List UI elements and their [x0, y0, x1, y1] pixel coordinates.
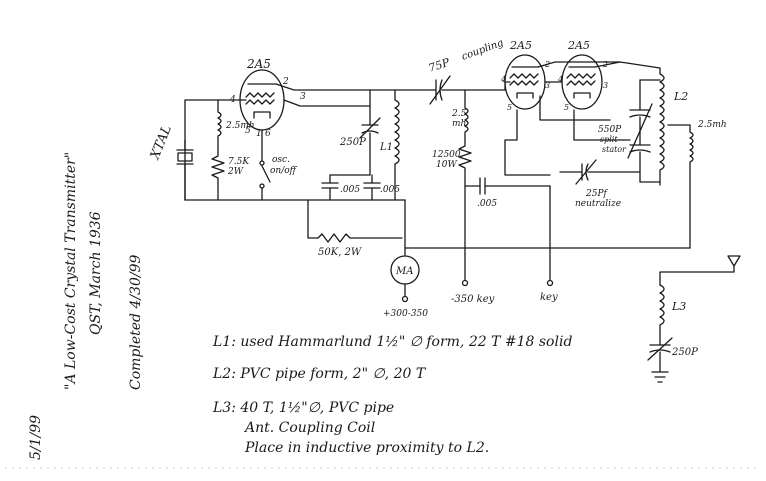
grid-choke	[217, 99, 222, 151]
tube2-pin-5: 5	[507, 103, 512, 112]
tube1-pin-5: 5	[245, 126, 251, 136]
pa-resistor-value: 12500	[432, 150, 461, 160]
grid-choke-label: 2.5mh	[225, 121, 255, 131]
neut-cap-value: 25Pf	[585, 189, 609, 199]
tank-cap-label: 250P	[339, 137, 366, 148]
osc-switch-label-2: on/off	[270, 166, 298, 176]
l2-coil	[659, 67, 665, 186]
coupling-cap-word: coupling	[460, 38, 505, 63]
tube2-label: 2A5	[509, 39, 532, 52]
side-completed: Completed 4/30/99	[128, 254, 144, 390]
note-l2: L2: PVC pipe form, 2" ∅, 20 T	[212, 366, 427, 382]
tube2-pin-3: 3	[545, 81, 550, 90]
osc-switch-label: osc.	[272, 155, 290, 165]
tube3-pin-5: 5	[564, 103, 569, 112]
b-plus-label: +300-350	[383, 309, 428, 319]
coupling-cap-value: 75P	[427, 56, 452, 75]
grid-resistor-value: 7.5K	[228, 157, 250, 167]
bypass-cap-1	[321, 174, 371, 201]
tube2-pin-4: 4	[500, 75, 506, 84]
pa-tube-1	[504, 54, 546, 110]
split-stator-value: 550P	[598, 125, 622, 135]
note-l1: L1: used Hammarlund 1½" ∅ form, 22 T #18…	[212, 334, 572, 350]
bypass-cap-2-label: .005	[380, 185, 400, 195]
antenna	[727, 255, 741, 273]
bypass-cap-2	[363, 174, 381, 201]
pa-tube-2	[561, 54, 603, 110]
side-source: QST, March 1936	[88, 211, 104, 335]
tank-capacitor	[359, 89, 381, 176]
pa-choke-value: 2.5	[451, 109, 467, 119]
split-stator-word-2: stator	[602, 145, 627, 154]
coupling-capacitor	[394, 75, 506, 105]
side-title: "A Low-Cost Crystal Transmitter"	[63, 152, 79, 390]
plate-choke-label: 2.5mh	[697, 120, 727, 130]
neutralizing-capacitor	[559, 159, 641, 185]
pa-grid-choke	[464, 89, 469, 141]
bypass-cap-3	[464, 177, 551, 195]
split-stator-word: split	[600, 135, 618, 144]
ground-symbol	[651, 371, 669, 383]
side-date: 5/1/99	[28, 415, 44, 460]
osc-switch	[259, 129, 271, 201]
cathode-resistor	[317, 233, 403, 243]
tube1-label: 2A5	[246, 57, 271, 71]
crystal-label: XTAL	[147, 123, 174, 162]
note-l3-c: Place in inductive proximity to L2.	[244, 440, 489, 456]
antenna-cap-label: 250P	[671, 347, 698, 358]
crystal	[176, 139, 194, 201]
tube1-pin-1: 1	[256, 129, 262, 139]
meter-label: MA	[395, 266, 413, 277]
grid-resistor	[211, 149, 225, 201]
pa-grid-resistor	[458, 139, 472, 256]
neg-key-label: -350 key	[451, 294, 495, 305]
l2-label: L2	[673, 90, 688, 103]
split-stator-capacitor	[627, 79, 653, 183]
note-l3-b: Ant. Coupling Coil	[243, 420, 375, 436]
tube3-pin-4: 4	[557, 75, 563, 84]
key-label: key	[540, 292, 558, 303]
neut-cap-word: neutralize	[575, 199, 621, 209]
antenna-capacitor	[647, 329, 673, 373]
tube1-pin-2: 2	[282, 77, 289, 87]
bypass-cap-3-label: .005	[477, 199, 497, 209]
l3-coil	[659, 284, 665, 331]
tube1-pin-6: 6	[265, 129, 271, 139]
l1-label: L1	[379, 142, 393, 153]
bypass-cap-1-label: .005	[340, 185, 360, 195]
l1-coil	[394, 89, 400, 201]
tube3-label: 2A5	[567, 39, 590, 52]
l3-label: L3	[671, 300, 686, 313]
pa-choke-unit: mh	[452, 119, 466, 129]
plate-choke	[689, 124, 694, 249]
tube3-pin-3: 3	[603, 81, 608, 90]
cathode-resistor-label: 50K, 2W	[318, 247, 362, 258]
note-l3: L3: 40 T, 1½"∅, PVC pipe	[212, 400, 394, 416]
pa-resistor-watts: 10W	[436, 160, 457, 170]
grid-resistor-watts: 2W	[227, 167, 244, 177]
tube1-pin-3: 3	[300, 92, 306, 102]
